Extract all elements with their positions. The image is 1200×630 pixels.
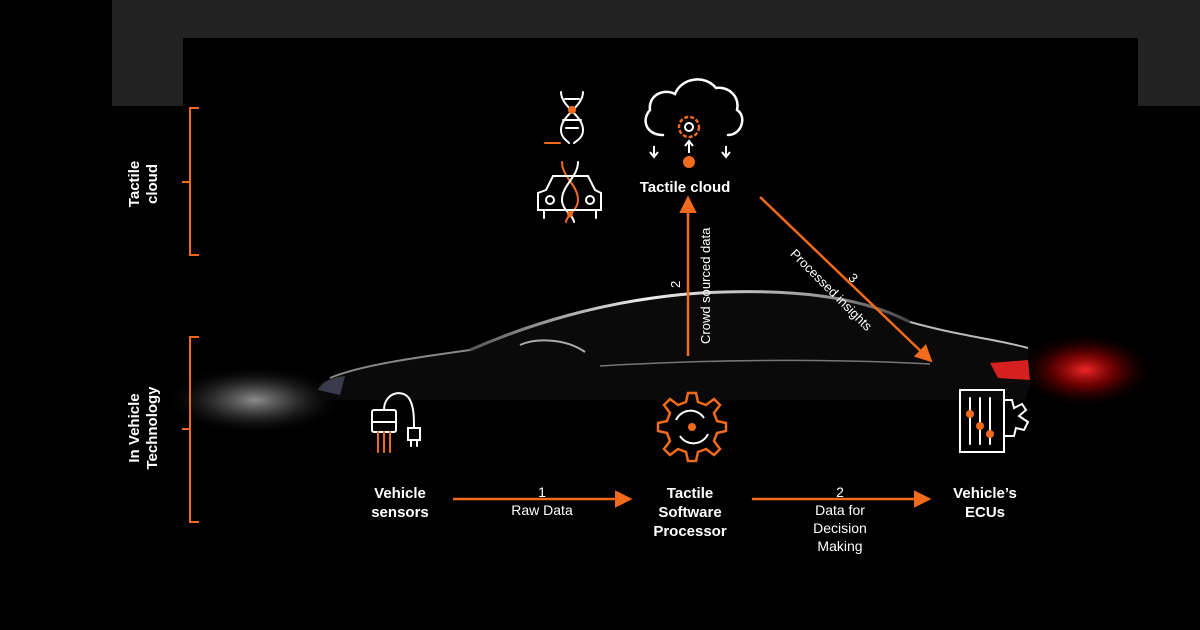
headlight-glow bbox=[165, 365, 345, 435]
top-left-banner bbox=[112, 0, 183, 106]
top-banner bbox=[112, 0, 1200, 38]
edge-label-crowd: Crowd sourced data bbox=[698, 227, 713, 344]
section-label-vehicle: In Vehicle Technology bbox=[126, 386, 161, 470]
node-label-cloud: Tactile cloud bbox=[639, 179, 731, 196]
node-label-processor: Tactile Software Processor bbox=[653, 485, 727, 540]
taillight-glow bbox=[1015, 332, 1155, 408]
ecu-gear-icon bbox=[959, 389, 1030, 453]
section-bracket-vehicle bbox=[182, 336, 199, 523]
node-label-sensors: Vehicle sensors bbox=[371, 485, 429, 521]
processor-gear-icon bbox=[656, 391, 728, 463]
edge-label-raw-data: 1 Raw Data bbox=[511, 484, 573, 518]
dna-icon bbox=[544, 91, 585, 144]
sensor-plug-icon bbox=[371, 392, 421, 453]
top-right-banner bbox=[1138, 0, 1200, 106]
car-dna-icon bbox=[537, 161, 602, 223]
node-label-ecus: Vehicle’s ECUs bbox=[953, 485, 1017, 521]
edge-number-crowd: 2 bbox=[668, 280, 683, 288]
car-silhouette bbox=[318, 290, 1030, 400]
edge-label-decision-data: 2 Data for Decision Making bbox=[813, 484, 867, 554]
arrow-processed-insights bbox=[759, 196, 933, 363]
section-bracket-cloud bbox=[182, 107, 199, 256]
cloud-gear-icon bbox=[644, 78, 744, 168]
section-label-cloud: Tactile cloud bbox=[126, 160, 161, 208]
